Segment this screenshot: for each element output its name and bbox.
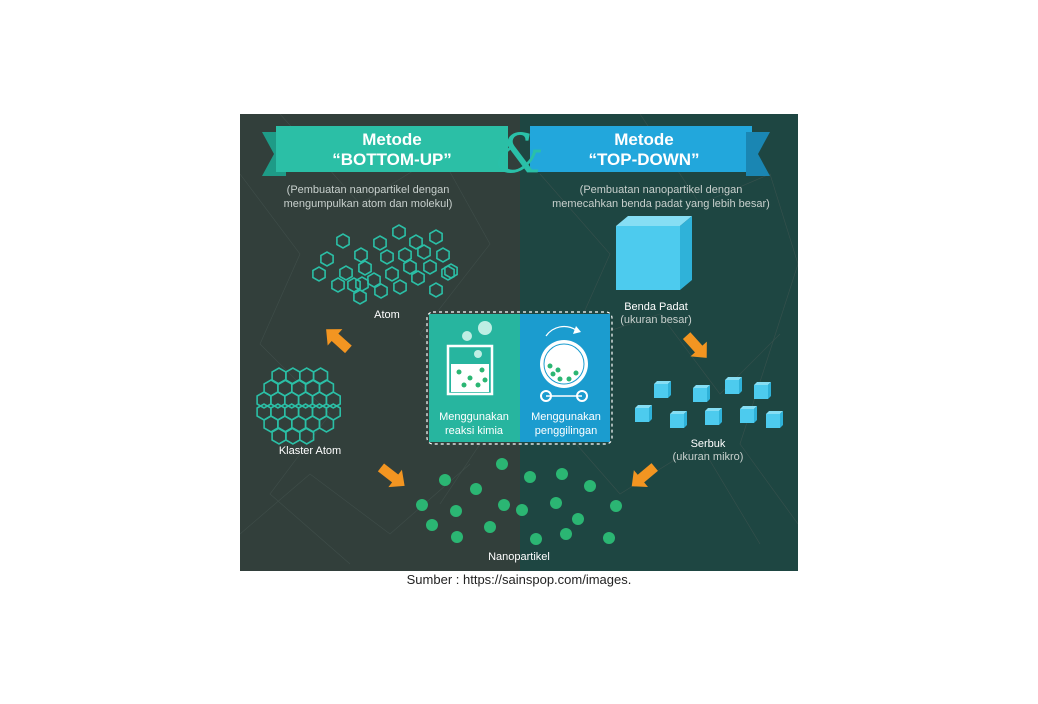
atom-hexagon xyxy=(336,233,350,249)
infographic-svg: Metode “BOTTOM-UP” Metode “TOP-DOWN” & (… xyxy=(240,114,798,571)
nanoparticle-dot xyxy=(496,458,508,470)
infographic-panel: Metode “BOTTOM-UP” Metode “TOP-DOWN” & (… xyxy=(240,114,798,571)
atom-hexagon xyxy=(429,282,443,298)
powder-cube xyxy=(670,411,687,428)
banner-left-subtitle: “BOTTOM-UP” xyxy=(332,150,452,169)
atom-hexagon xyxy=(339,265,353,281)
nanoparticle-dot xyxy=(450,505,462,517)
banner-right xyxy=(530,126,752,172)
atom-hexagon xyxy=(436,247,450,263)
powder-cube xyxy=(754,382,771,399)
atom-hexagon xyxy=(380,249,394,265)
atom-cluster xyxy=(256,367,341,445)
banner-left xyxy=(276,126,508,172)
nanopartikel-label: Nanopartikel xyxy=(488,551,550,563)
powder-cubes xyxy=(635,377,783,428)
atom-hexagon xyxy=(367,272,381,288)
nanoparticle-dot xyxy=(439,474,451,486)
atom-hexagon xyxy=(403,259,417,275)
powder-cube xyxy=(693,385,710,402)
ukuran-mikro-label: (ukuran mikro) xyxy=(673,451,744,463)
powder-cube xyxy=(766,411,783,428)
atom-hexagon xyxy=(353,289,367,305)
nanoparticle-dot xyxy=(498,499,510,511)
top-down-desc-line1: (Pembuatan nanopartikel dengan xyxy=(580,184,743,196)
benda-padat-label: Benda Padat xyxy=(624,301,688,313)
method-box: Menggunakan reaksi kimia Menggunakan pen… xyxy=(426,311,613,445)
atom-hexagon xyxy=(320,251,334,267)
nanoparticle-dot xyxy=(416,499,428,511)
bottom-up-desc-line1: (Pembuatan nanopartikel dengan xyxy=(287,184,450,196)
powder-cube xyxy=(654,381,671,398)
atom-hexagon xyxy=(331,277,345,293)
powder-cube xyxy=(725,377,742,394)
banner-right-title: Metode xyxy=(614,130,674,149)
nanoparticle-dot xyxy=(484,521,496,533)
atom-hexagon xyxy=(347,277,361,293)
nanoparticle-dot xyxy=(470,483,482,495)
atom-hexagon xyxy=(373,235,387,251)
nanoparticle-dot xyxy=(451,531,463,543)
nanoparticles xyxy=(416,458,622,545)
arrow-solid-to-powder xyxy=(682,332,707,358)
cluster-hexagon xyxy=(298,427,315,445)
nanoparticle-dot xyxy=(610,500,622,512)
powder-cube xyxy=(740,406,757,423)
atom-label: Atom xyxy=(374,309,400,321)
beaker-icon xyxy=(446,321,494,396)
atom-hexagon xyxy=(429,229,443,245)
atom-hexagon xyxy=(392,224,406,240)
atom-hexagon xyxy=(417,244,431,260)
klaster-atom-label: Klaster Atom xyxy=(279,445,341,457)
atom-hexagon xyxy=(441,265,455,281)
nanoparticle-dot xyxy=(556,468,568,480)
powder-cube xyxy=(705,408,722,425)
nanoparticle-dot xyxy=(524,471,536,483)
atom-hexagon xyxy=(409,234,423,250)
banner-right-tail xyxy=(746,132,770,176)
chemical-method-line1: Menggunakan xyxy=(439,411,509,423)
atom-hexagon xyxy=(393,279,407,295)
nanoparticle-dot xyxy=(560,528,572,540)
nanoparticle-dot xyxy=(603,532,615,544)
serbuk-label: Serbuk xyxy=(691,438,726,450)
atom-hexagon xyxy=(354,247,368,263)
ball-mill-icon xyxy=(540,325,588,402)
milling-method-line1: Menggunakan xyxy=(531,411,601,423)
source-caption: Sumber : https://sainspop.com/images. xyxy=(406,572,632,587)
milling-method-line2: penggilingan xyxy=(535,425,597,437)
cluster-hexagon xyxy=(325,391,341,409)
ampersand: & xyxy=(496,122,544,185)
method-box-border xyxy=(426,311,613,445)
atom-hexagons xyxy=(312,224,458,305)
ukuran-besar-label: (ukuran besar) xyxy=(620,314,692,326)
powder-cube xyxy=(635,405,652,422)
banner-right-subtitle: “TOP-DOWN” xyxy=(588,150,699,169)
nanoparticle-dot xyxy=(516,504,528,516)
cluster-hexagon xyxy=(318,415,335,433)
nanoparticle-dot xyxy=(550,497,562,509)
atom-hexagon xyxy=(385,266,399,282)
chemical-method-line2: reaksi kimia xyxy=(445,425,504,437)
atom-hexagon xyxy=(374,283,388,299)
nanoparticle-dot xyxy=(572,513,584,525)
atom-hexagon xyxy=(312,266,326,282)
atom-hexagon xyxy=(358,260,372,276)
bottom-up-desc-line2: mengumpulkan atom dan molekul) xyxy=(284,198,453,210)
top-down-desc-line2: memecahkan benda padat yang lebih besar) xyxy=(552,198,770,210)
nanoparticle-dot xyxy=(584,480,596,492)
atom-hexagon xyxy=(411,270,425,286)
nanoparticle-dot xyxy=(530,533,542,545)
process-arrows xyxy=(326,329,707,488)
nanoparticle-dot xyxy=(426,519,438,531)
atom-hexagon xyxy=(423,259,437,275)
arrow-atom-to-cluster xyxy=(326,329,352,354)
arrow-cluster-to-nano xyxy=(377,463,405,488)
banner-left-title: Metode xyxy=(362,130,422,149)
atom-hexagon xyxy=(444,263,458,279)
solid-cube xyxy=(616,216,692,290)
arrow-powder-to-nano xyxy=(631,463,658,487)
